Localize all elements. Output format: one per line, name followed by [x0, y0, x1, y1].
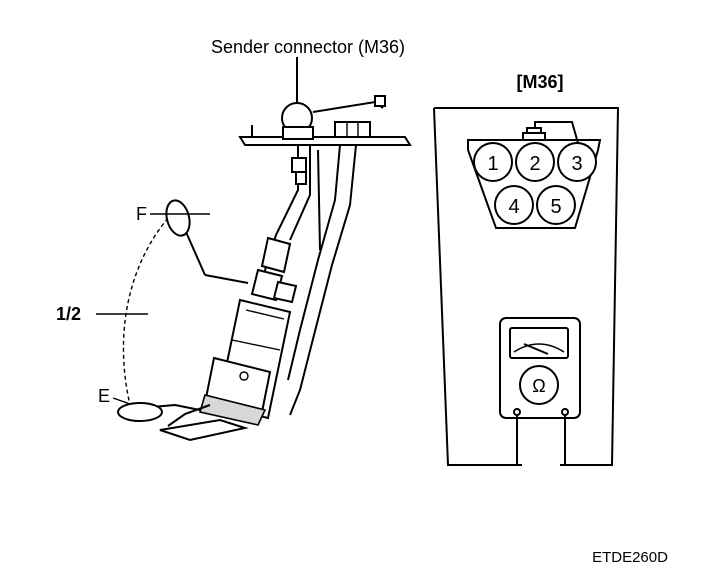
- float-empty-label: E: [98, 386, 110, 406]
- ohmmeter: Ω: [499, 317, 581, 419]
- svg-text:3: 3: [571, 153, 582, 175]
- ohm-symbol: Ω: [532, 376, 545, 396]
- float-half-label: 1/2: [56, 304, 81, 324]
- svg-text:4: 4: [508, 196, 519, 218]
- connector-pin-2: 2: [515, 142, 555, 182]
- svg-text:5: 5: [550, 196, 561, 218]
- sender-connector-label: Sender connector (M36): [211, 37, 405, 57]
- connector-pin-1: 1: [473, 142, 513, 182]
- sender-assembly: Sender connector (M36): [56, 37, 412, 442]
- connector-pin-5: 5: [536, 185, 576, 225]
- svg-text:1: 1: [487, 153, 498, 175]
- connector-pin-3: 3: [557, 142, 597, 182]
- float-full-label: F: [136, 204, 147, 224]
- connector-pin-4: 4: [494, 185, 534, 225]
- figure-code: ETDE260D: [592, 549, 668, 566]
- connector-test-panel: [M36] 1 2 3 4 5: [433, 72, 620, 466]
- svg-text:2: 2: [529, 153, 540, 175]
- connector-id-label: [M36]: [516, 72, 563, 92]
